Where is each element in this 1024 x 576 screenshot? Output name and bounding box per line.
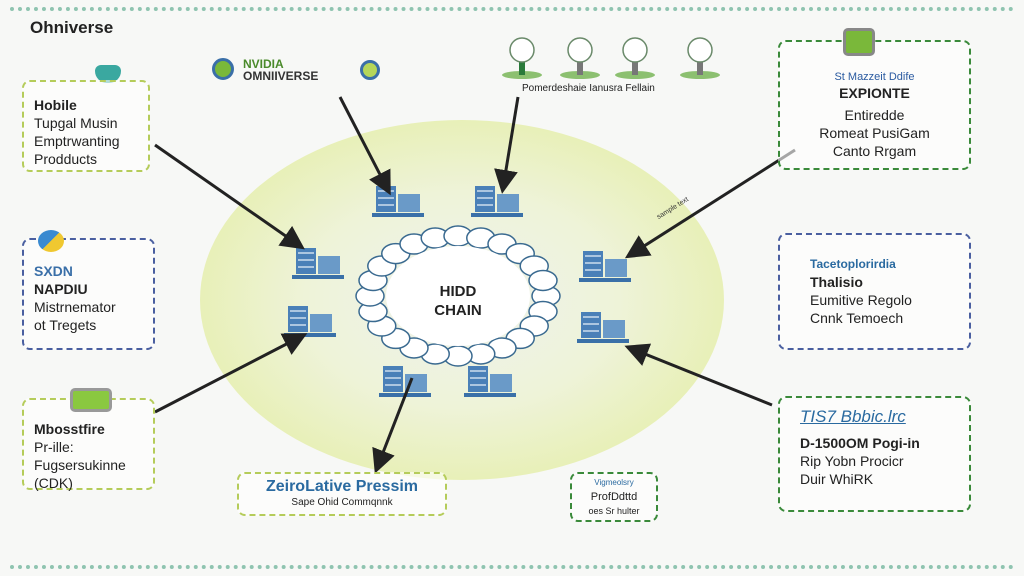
box-sxdn-title: SXDN: [34, 263, 73, 279]
screen-icon: [70, 388, 112, 412]
omniverse-logo-icon: [212, 58, 234, 80]
cloud-icon: [95, 65, 121, 83]
box-sxdn-line: Mistrnemator: [34, 299, 116, 315]
box-expionte-line: Romeat PusiGam: [819, 125, 930, 141]
box-mbosstfire-line: (CDK): [34, 475, 73, 491]
box-tacto-line: Cnnk Temoech: [810, 310, 904, 326]
center-line2: CHAIN: [434, 302, 482, 319]
box-hobile-title: Hobile: [34, 97, 77, 113]
box-expionte-title: St Mazzeit Ddife: [834, 71, 915, 83]
puzzle-icon: [38, 230, 64, 252]
box-small-line: oes Sr hulter: [588, 506, 640, 516]
server-icon: [579, 251, 631, 282]
box-small: Vigmeolsry ProfDdttd oes Sr hulter: [570, 472, 658, 522]
box-tacto-title: Tacetoplorirdia: [810, 257, 896, 271]
box-zeirolative-title: ZeiroLative Pressim: [265, 478, 419, 495]
server-icon: [471, 186, 523, 217]
arrow-hobile: [154, 143, 305, 250]
box-expionte-subtitle: EXPIONTE: [839, 85, 910, 101]
logo-line1: NVIDIA: [243, 57, 284, 71]
trees-caption: Pomerdeshaie Ianusra Fellain: [522, 83, 655, 94]
box-expionte-line: Canto Rrgam: [832, 143, 917, 159]
arrow-logo: [338, 96, 391, 196]
box-tis7-line: Duir WhiRK: [800, 471, 874, 487]
box-sxdn-line: ot Tregets: [34, 317, 97, 333]
box-mbosstfire-title: Mbosstfire: [34, 421, 105, 437]
nvidia-logo-text: NVIDIA OMNIIVERSE: [243, 58, 318, 82]
connector-arrows: [154, 96, 796, 474]
box-hobile-line: Tupgal Musin: [34, 115, 118, 131]
top-dotted-border: [10, 7, 1014, 11]
chain-center: [386, 246, 530, 346]
tree-icon: [560, 37, 600, 79]
box-zeirolative: ZeiroLative Pressim Sape Ohid Commqnnk: [237, 472, 447, 516]
server-icon: [292, 248, 344, 279]
tree-icon: [680, 37, 720, 79]
box-mbosstfire-line: Fugsersukinne: [34, 457, 126, 473]
box-hobile-line: Emptrwanting: [34, 133, 120, 149]
arrow-trees: [494, 96, 520, 194]
arrow-mbosstfire: [154, 333, 308, 414]
logo-line2: OMNIIVERSE: [243, 69, 319, 83]
server-icon: [577, 312, 629, 343]
box-hobile-line: Prodducts: [34, 151, 98, 167]
server-icon: [464, 366, 516, 397]
arrow-expionte: [624, 148, 796, 259]
box-mbosstfire: Mbosstfire Pr-ille: Fugsersukinne (CDK): [22, 398, 155, 491]
box-tacto-line: Eumitive Regolo: [810, 292, 912, 308]
screen-icon-top: [843, 28, 875, 56]
box-expionte: St Mazzeit Ddife EXPIONTE Entiredde Rome…: [778, 40, 971, 170]
box-hobile: Hobile Tupgal Musin Emptrwanting Prodduc…: [22, 80, 150, 172]
box-expionte-line: Entiredde: [844, 107, 905, 123]
tree-icon: [502, 37, 542, 79]
tree-icon: [615, 37, 655, 79]
box-tis7: TIS7 Bbbic.lrc D-1500OM Pogi-in Rip Yobn…: [778, 396, 971, 512]
center-label: HIDD CHAIN: [408, 282, 508, 320]
box-sxdn-subtitle: NAPDIU: [34, 281, 88, 297]
box-tacto: Tacetoplorirdia Thalisio Eumitive Regolo…: [778, 233, 971, 350]
box-tis7-subtitle: D-1500OM Pogi-in: [800, 435, 920, 451]
bottom-dotted-border: [10, 565, 1014, 569]
box-small-title: Vigmeolsry: [594, 478, 634, 487]
center-line1: HIDD: [439, 283, 477, 300]
box-sxdn: SXDN NAPDIU Mistrnemator ot Tregets: [22, 238, 155, 350]
trees-illustration: [502, 37, 720, 79]
arrow-tis7: [624, 343, 773, 407]
page-title: Ohniverse: [30, 18, 114, 37]
arrow-zeirolative: [372, 377, 414, 474]
chain-link: [528, 269, 558, 292]
box-small-line: ProfDdttd: [590, 491, 638, 503]
box-tis7-line: Rip Yobn Procicr: [800, 453, 904, 469]
box-mbosstfire-line: Pr-ille:: [34, 439, 74, 455]
server-icon: [284, 306, 336, 337]
box-tis7-title: TIS7 Bbbic.lrc: [800, 407, 906, 426]
box-zeirolative-subtitle: Sape Ohid Commqnnk: [291, 497, 393, 508]
box-tacto-subtitle: Thalisio: [810, 274, 863, 290]
omniverse-logo-icon-right: [360, 60, 380, 80]
